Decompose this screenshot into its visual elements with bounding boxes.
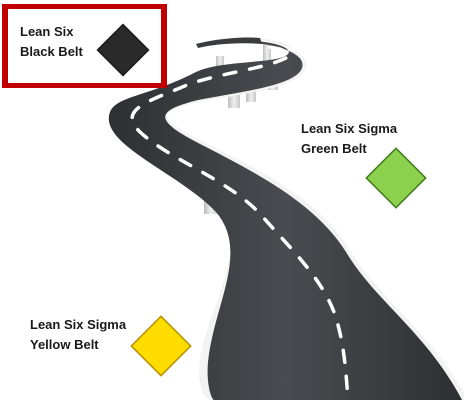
green-belt-label-line-2: Green Belt [301,141,367,156]
black-belt-label-line-2: Black Belt [20,44,83,59]
pillar [263,44,271,68]
yellow-belt-label-line-1: Lean Six Sigma [30,317,127,332]
yellow-belt-label: Lean Six Sigma Yellow Belt [30,315,126,355]
road-surface [108,40,462,400]
yellow-belt-label-line-2: Yellow Belt [30,337,99,352]
yellow-belt-diamond [130,315,192,377]
green-belt-diamond [365,147,427,209]
black-belt-label: Lean Six Black Belt [20,22,83,62]
green-belt-label: Lean Six Sigma Green Belt [301,119,397,159]
green-belt-label-line-1: Lean Six Sigma [301,121,398,136]
black-belt-highlight-frame [2,4,167,88]
black-belt-label-line-1: Lean Six [20,24,74,39]
road-far-tail [196,37,262,48]
road-centre-line [130,44,350,400]
black-belt-diamond [96,23,150,77]
